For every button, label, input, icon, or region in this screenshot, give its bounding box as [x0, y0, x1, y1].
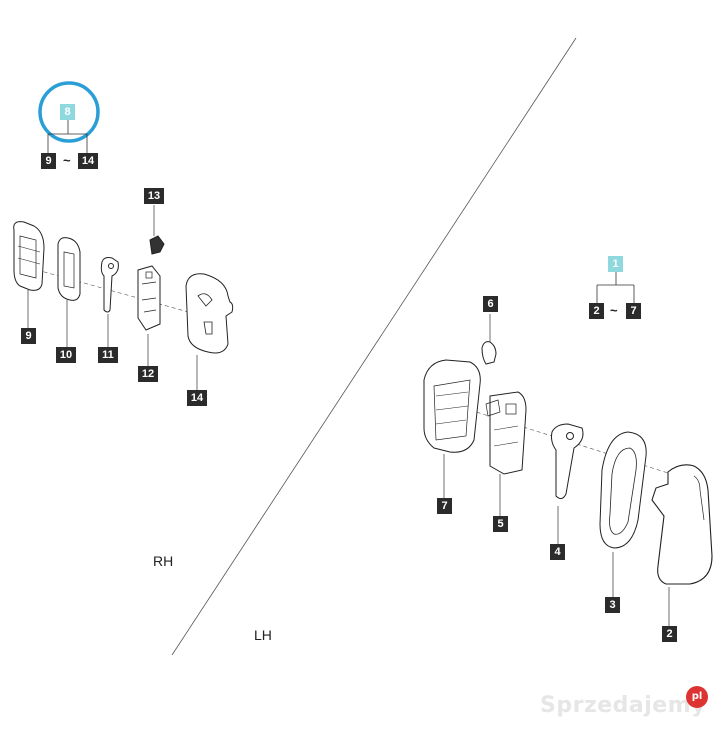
axis-rh — [29, 267, 211, 319]
callout-12: 12 — [138, 366, 158, 382]
range-tilde-8: ~ — [63, 153, 71, 168]
leaders-rh — [27, 205, 198, 390]
callout-14: 14 — [187, 390, 207, 406]
callout-1: 1 — [608, 256, 623, 272]
part-9-housing — [13, 221, 45, 291]
watermark-badge: pl — [686, 686, 708, 708]
part-5-mechanism — [485, 391, 527, 475]
part-10-gasket — [57, 237, 81, 301]
callout-2: 2 — [662, 626, 677, 642]
side-label-rh: RH — [153, 553, 174, 569]
callout-6: 6 — [483, 296, 498, 312]
callout-9: 9 — [21, 328, 36, 344]
part-12-mechanism — [137, 265, 161, 331]
part-3-gasket — [599, 431, 647, 549]
bracket-8 — [47, 120, 88, 153]
callout-9-range: 9 — [41, 153, 56, 169]
part-13-clip — [149, 235, 165, 255]
callout-13: 13 — [144, 188, 164, 204]
callout-11: 11 — [98, 347, 118, 363]
part-11-lever — [100, 257, 119, 313]
callout-8: 8 — [60, 104, 75, 120]
callout-7-range: 7 — [626, 303, 641, 319]
part-14-cover — [185, 273, 234, 354]
leaders-lh — [443, 314, 670, 626]
side-label-lh: LH — [254, 627, 272, 643]
divider-line — [171, 37, 577, 656]
callout-10: 10 — [56, 347, 76, 363]
range-tilde-1: ~ — [610, 303, 618, 318]
watermark-text: Sprzedajemy — [540, 693, 706, 718]
highlight-circle — [38, 81, 100, 143]
callout-14-range: 14 — [78, 153, 98, 169]
callout-7: 7 — [437, 498, 452, 514]
callout-3: 3 — [605, 597, 620, 613]
callout-5: 5 — [493, 516, 508, 532]
part-6-clip — [481, 341, 497, 365]
callout-4: 4 — [550, 544, 565, 560]
part-4-lever — [551, 423, 584, 500]
part-2-handle — [651, 464, 713, 585]
callout-2-range: 2 — [589, 303, 604, 319]
bracket-1 — [596, 272, 635, 303]
part-7-housing — [423, 359, 481, 453]
